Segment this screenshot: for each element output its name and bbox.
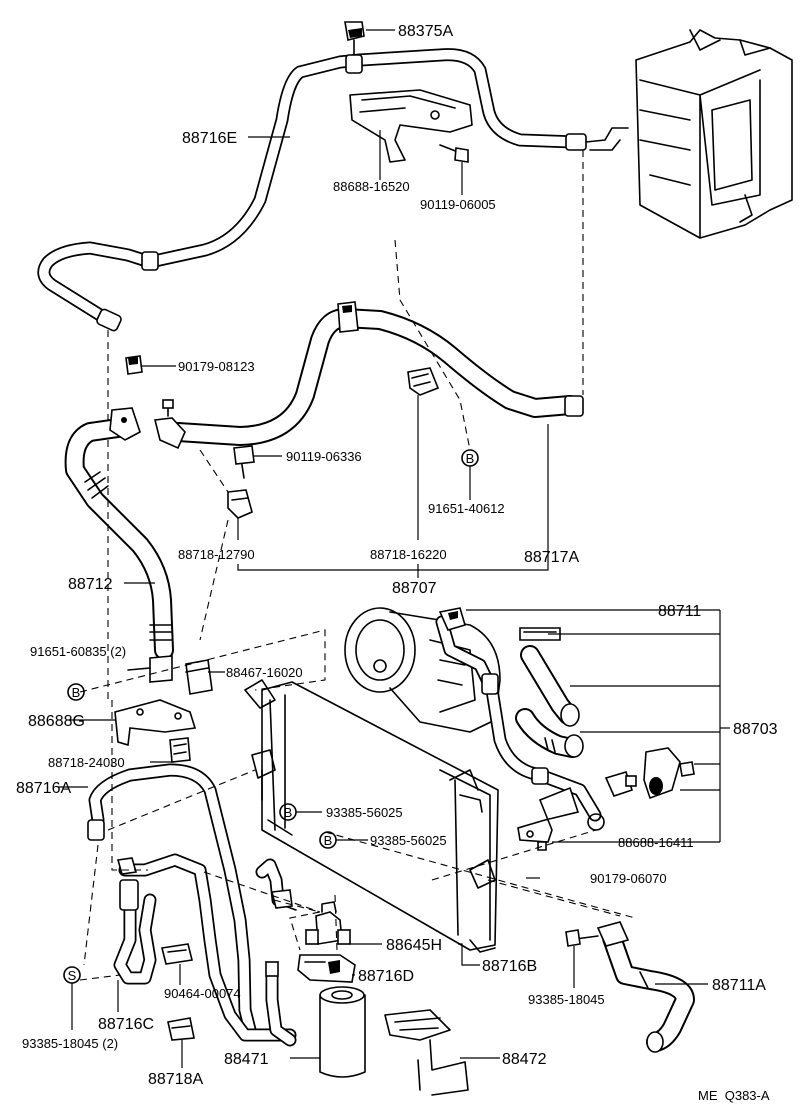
label-88716a: 88716A xyxy=(16,780,71,797)
bracket-88688g xyxy=(114,699,197,747)
nut-90179-08123 xyxy=(125,355,176,375)
label-88467-16020: 88467-16020 xyxy=(226,665,303,680)
bracket-88688-16520 xyxy=(349,89,473,180)
bracket-88472 xyxy=(384,1009,469,1096)
marker-b-93385-56025-b: B xyxy=(319,831,368,849)
label-88688g: 88688G xyxy=(28,713,85,730)
label-91651-40612: 91651-40612 xyxy=(428,501,505,516)
pipe-88716b xyxy=(255,858,297,1047)
hose-88712 xyxy=(64,407,174,683)
svg-text:B: B xyxy=(72,685,81,700)
marker-b-91651-60835: B xyxy=(67,683,85,701)
label-88712: 88712 xyxy=(68,576,113,593)
pipe-88716c xyxy=(113,853,297,1042)
marker-b-93385-56025-a: B xyxy=(279,803,322,821)
svg-text:B: B xyxy=(284,805,293,820)
hose-88711a xyxy=(596,921,695,1053)
label-88716c: 88716C xyxy=(98,1016,154,1033)
label-90119-06005: 90119-06005 xyxy=(420,197,496,212)
label-93385-56025-a: 93385-56025 xyxy=(326,805,403,820)
label-88717a: 88717A xyxy=(524,549,579,566)
label-88688-16411: 88688-16411 xyxy=(618,835,694,850)
label-88472: 88472 xyxy=(502,1051,547,1068)
clamp-88718a xyxy=(167,1017,195,1041)
label-88718-24030: 88718-24030 xyxy=(48,755,125,770)
label-88471: 88471 xyxy=(224,1051,269,1068)
svg-text:B: B xyxy=(466,451,475,466)
label-90179-06070: 90179-06070 xyxy=(590,871,667,886)
receiver-dryer-88471 xyxy=(319,986,366,1078)
dashed-guides-lower xyxy=(79,629,636,981)
part-labels: 88375A 88716E 88688-16520 90119-06005 90… xyxy=(16,23,778,1103)
pipe-88716a xyxy=(87,763,257,1037)
clamp-88718-16220 xyxy=(407,367,440,540)
label-88703: 88703 xyxy=(733,721,778,738)
cushion-88467-16020 xyxy=(185,659,213,695)
bolt-90119-06336 xyxy=(233,445,282,479)
bolt-93385-18045 xyxy=(565,929,599,988)
hose-parts-88703 xyxy=(515,627,695,800)
pipe-88716e xyxy=(37,48,629,332)
reference-code: ME Q383-A xyxy=(698,1088,770,1103)
bracket-88688-16411 xyxy=(517,786,580,851)
svg-text:B: B xyxy=(324,833,333,848)
label-88711a: 88711A xyxy=(712,977,766,994)
label-88718-12790: 88718-12790 xyxy=(178,547,255,562)
label-88707: 88707 xyxy=(392,580,437,597)
condenser xyxy=(244,679,499,953)
marker-b-91651-40612: B xyxy=(461,449,479,500)
label-93385-18045: 93385-18045 xyxy=(528,992,605,1007)
label-88645h: 88645H xyxy=(386,937,442,954)
bracket-lines-right xyxy=(466,609,730,843)
switch-88645h xyxy=(305,901,351,945)
label-88718-16220: 88718-16220 xyxy=(370,547,447,562)
label-88718a: 88718A xyxy=(148,1071,203,1088)
label-91651-60835: 91651-60835 (2) xyxy=(30,644,126,659)
clamp-88718-24030 xyxy=(169,737,191,763)
label-88716b: 88716B xyxy=(482,958,537,975)
pipe-88717a xyxy=(154,301,584,450)
block-88716d xyxy=(297,954,356,983)
bolt-90119-06005 xyxy=(439,144,469,195)
label-90179-08123: 90179-08123 xyxy=(178,359,255,374)
label-90464-00074: 90464-00074 xyxy=(164,986,241,1001)
clamp-88718-12790 xyxy=(227,489,253,540)
leader-lines xyxy=(58,136,708,1068)
dashed-guides-upper xyxy=(107,150,584,700)
clip-90464-00074 xyxy=(161,943,193,985)
label-93385-56025-b: 93385-56025 xyxy=(370,833,447,848)
label-88375a: 88375A xyxy=(398,23,453,40)
hose-88711 xyxy=(435,607,605,831)
label-88688-16520: 88688-16520 xyxy=(333,179,410,194)
cap-88375a xyxy=(344,21,395,74)
svg-text:S: S xyxy=(68,968,77,983)
group-bracket-88707 xyxy=(237,424,549,578)
label-90119-06336: 90119-06336 xyxy=(286,449,362,464)
evaporator-unit xyxy=(635,29,793,239)
label-88716d: 88716D xyxy=(358,968,414,985)
label-88711: 88711 xyxy=(658,603,701,620)
label-88716e: 88716E xyxy=(182,130,237,147)
label-93385-18045-2: 93385-18045 (2) xyxy=(22,1036,118,1051)
marker-s-93385-18045: S xyxy=(63,966,81,1030)
